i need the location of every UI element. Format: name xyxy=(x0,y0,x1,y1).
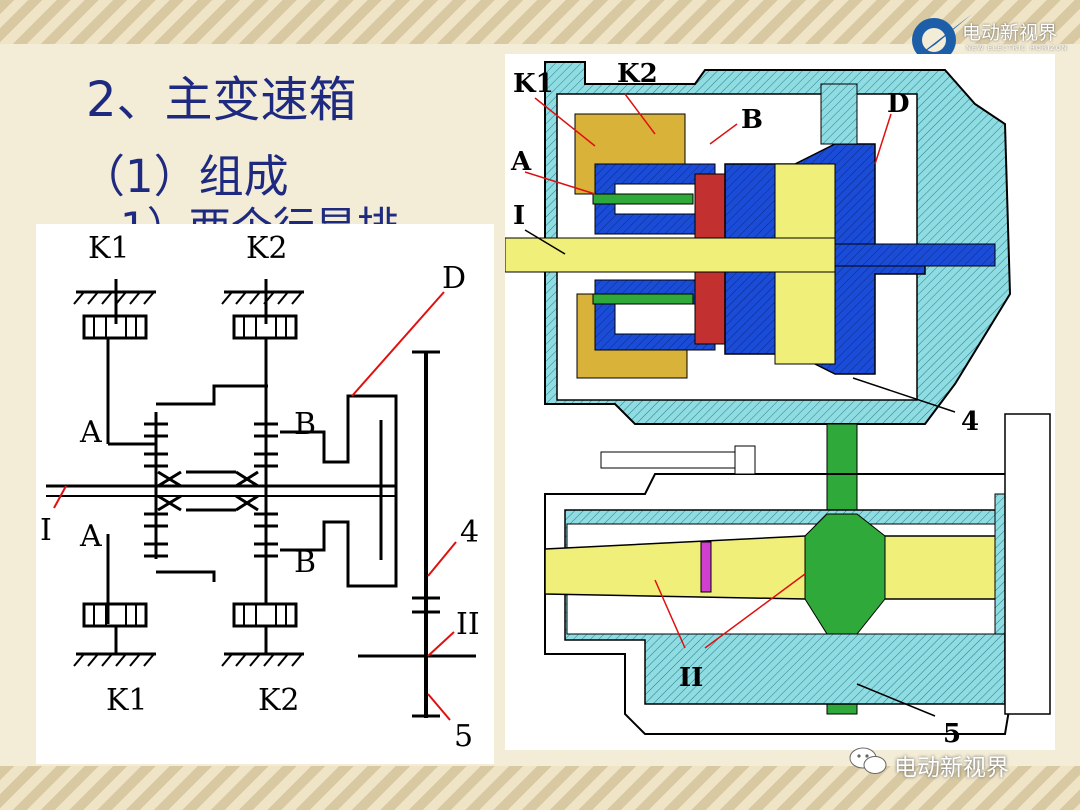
label-k1-bottom: K1 xyxy=(106,683,148,718)
label-5: 5 xyxy=(454,719,473,754)
transmission-schematic: K1 K2 D A B I A B 4 II K1 K2 5 xyxy=(36,224,494,764)
page-title: 2、主变速箱 xyxy=(86,72,357,128)
section-label-k2: K2 xyxy=(617,59,658,89)
section-label-5: 5 xyxy=(943,719,961,749)
section-label-i: I xyxy=(513,201,525,231)
section-label-d: D xyxy=(887,89,910,119)
section-label-ii: II xyxy=(679,663,703,693)
section-label-k1: K1 xyxy=(513,69,554,99)
logo-tagline: NEW ELECTRIC HORIZON xyxy=(966,44,1068,52)
partial-text-line: 1）两个行星排 xyxy=(120,206,400,226)
section-label-4: 4 xyxy=(961,407,979,437)
label-k2-top: K2 xyxy=(246,231,288,266)
section-label-b: B xyxy=(741,105,763,135)
label-k1-top: K1 xyxy=(88,231,130,266)
label-4: 4 xyxy=(460,515,479,550)
label-d: D xyxy=(442,261,466,296)
transmission-cross-section: K1 K2 B D A I 4 II 5 xyxy=(504,54,1055,750)
label-k2-bottom: K2 xyxy=(258,683,300,718)
watermark: 电动新视界 xyxy=(848,744,1009,781)
label-ii: II xyxy=(456,607,480,642)
logo-name: 电动新视界 xyxy=(962,22,1058,44)
section-subtitle: （1）组成 xyxy=(80,150,289,203)
label-b-bottom: B xyxy=(294,545,316,580)
decorative-border-top xyxy=(0,0,1080,44)
logo-swoosh-icon xyxy=(910,14,972,62)
section-label-a: A xyxy=(510,147,532,177)
label-a-bottom: A xyxy=(79,519,102,554)
label-b-top: B xyxy=(294,407,316,442)
label-a-top: A xyxy=(79,415,102,450)
decorative-border-bottom xyxy=(0,766,1080,810)
label-i: I xyxy=(40,513,52,548)
wechat-icon xyxy=(849,747,887,774)
